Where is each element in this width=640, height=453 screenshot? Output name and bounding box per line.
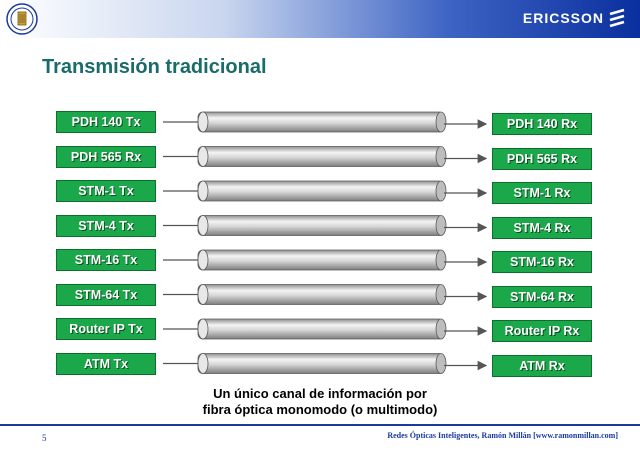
fiber-cable-end <box>435 146 447 167</box>
tx-box: STM-16 Tx <box>56 249 156 271</box>
tx-box: STM-4 Tx <box>56 214 156 237</box>
rx-box: STM-4 Rx <box>492 216 592 239</box>
fiber-cable-end <box>435 180 447 202</box>
fiber-cable-end <box>197 353 209 374</box>
fiber-cable-end <box>197 284 209 305</box>
fiber-cable-end <box>435 249 447 271</box>
fiber-cable-end <box>435 318 447 340</box>
fiber-cable <box>197 353 445 374</box>
tx-box: ATM Tx <box>56 352 156 375</box>
footer-divider <box>0 424 640 426</box>
rx-box: STM-1 Rx <box>492 182 592 204</box>
rx-box: PDH 140 Rx <box>492 113 592 135</box>
tx-box: PDH 140 Tx <box>56 111 156 133</box>
rx-box: ATM Rx <box>492 354 592 377</box>
footer-credit: Redes Ópticas Inteligentes, Ramón Millán… <box>387 431 618 440</box>
rx-box: PDH 565 Rx <box>492 147 592 170</box>
caption-line-2: fibra óptica monomodo (o multimodo) <box>202 402 438 417</box>
ericsson-logo-icon <box>609 8 625 28</box>
fiber-cable <box>197 111 445 133</box>
fiber-cable <box>197 215 445 236</box>
university-seal-icon <box>6 3 38 35</box>
fiber-cable <box>197 146 445 167</box>
fiber-cable <box>197 249 445 271</box>
fiber-cable-end <box>197 146 209 167</box>
rx-box: STM-64 Rx <box>492 285 592 308</box>
header-bar: ERICSSON <box>0 0 640 38</box>
fiber-cable-end <box>197 318 209 340</box>
caption: Un único canal de información por fibra … <box>180 386 460 418</box>
caption-line-1: Un único canal de información por <box>213 386 427 401</box>
fiber-cable <box>197 284 445 305</box>
rx-box: STM-16 Rx <box>492 251 592 273</box>
fiber-cable-end <box>435 284 447 305</box>
tx-box: STM-1 Tx <box>56 180 156 202</box>
brand-wordmark: ERICSSON <box>522 10 604 26</box>
fiber-cable-end <box>197 180 209 202</box>
tx-box: Router IP Tx <box>56 318 156 340</box>
fiber-cable-end <box>435 215 447 236</box>
page-number: 5 <box>42 433 47 443</box>
tx-box: PDH 565 Rx <box>56 145 156 168</box>
fiber-cable-end <box>435 111 447 133</box>
fiber-cable <box>197 180 445 202</box>
page-title: Transmisión tradicional <box>42 56 267 78</box>
fiber-cable-end <box>197 215 209 236</box>
tx-box: STM-64 Tx <box>56 283 156 306</box>
fiber-cable-end <box>197 111 209 133</box>
fiber-cable-end <box>197 249 209 271</box>
fiber-cable-end <box>435 353 447 374</box>
rx-box: Router IP Rx <box>492 320 592 342</box>
fiber-cable <box>197 318 445 340</box>
